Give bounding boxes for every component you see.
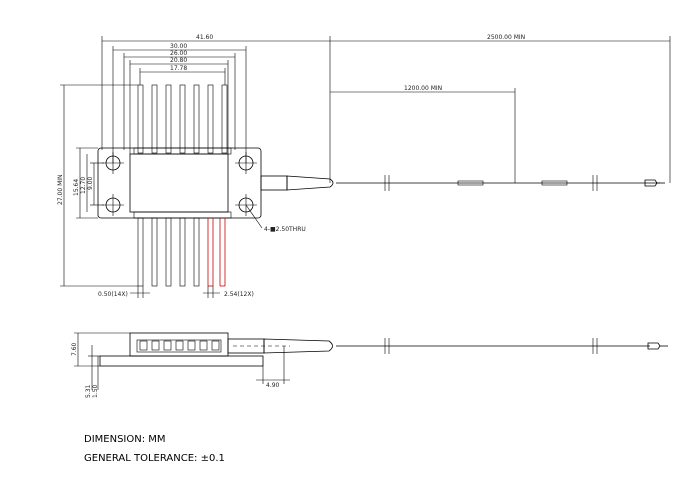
dim-pin-width: 0.50(14X) — [98, 291, 128, 298]
dim-fiber-mark: 1200.00 MIN — [404, 85, 442, 92]
note-general-tolerance: GENERAL TOLERANCE: ±0.1 — [84, 453, 225, 464]
dim-h-12: 12.70 — [80, 177, 87, 194]
dim-pin-pitch: 2.54(12X) — [224, 291, 254, 298]
mounting-holes — [102, 152, 257, 216]
dim-fiber-min: 2500.00 MIN — [487, 34, 525, 41]
dim-overall-width: 41.60 — [196, 34, 213, 41]
side-body — [129, 332, 229, 357]
dim-body-30: 30.00 — [170, 43, 187, 50]
dim-h-9: 9.00 — [87, 176, 94, 190]
top-dimensions — [101, 36, 671, 183]
dim-side-offset: 4.90 — [266, 382, 280, 389]
side-base-plate — [99, 355, 264, 367]
dim-side-flange: 1.50 — [92, 384, 99, 398]
package-body — [129, 153, 229, 213]
pins-bottom — [133, 211, 232, 287]
side-fiber — [227, 338, 668, 354]
side-pins — [136, 339, 222, 353]
dim-body-26: 26.00 — [170, 50, 187, 57]
note-dimension-unit: DIMENSION: MM — [84, 434, 166, 445]
top-view: 41.60 30.00 26.00 20.80 17.78 2500.00 MI… — [57, 34, 671, 298]
fiber-pigtail-top — [260, 175, 665, 191]
dim-side-height: 7.60 — [71, 342, 78, 356]
dim-height-min: 27.00 MIN — [57, 174, 64, 205]
pin-dimensions — [130, 204, 263, 298]
dim-body-20: 20.80 — [170, 57, 187, 64]
dim-side-base: 5.31 — [85, 384, 92, 398]
side-view: 7.60 5.31 1.50 4.90 — [71, 332, 668, 398]
side-dimensions — [74, 332, 290, 390]
dim-h-15: 15.64 — [73, 179, 80, 196]
package-flange — [97, 147, 262, 219]
dim-pin-span: 17.78 — [170, 65, 187, 72]
dim-hole: 4-■2.50THRU — [264, 226, 306, 233]
pins-top — [133, 84, 232, 155]
left-dimensions — [60, 84, 138, 287]
